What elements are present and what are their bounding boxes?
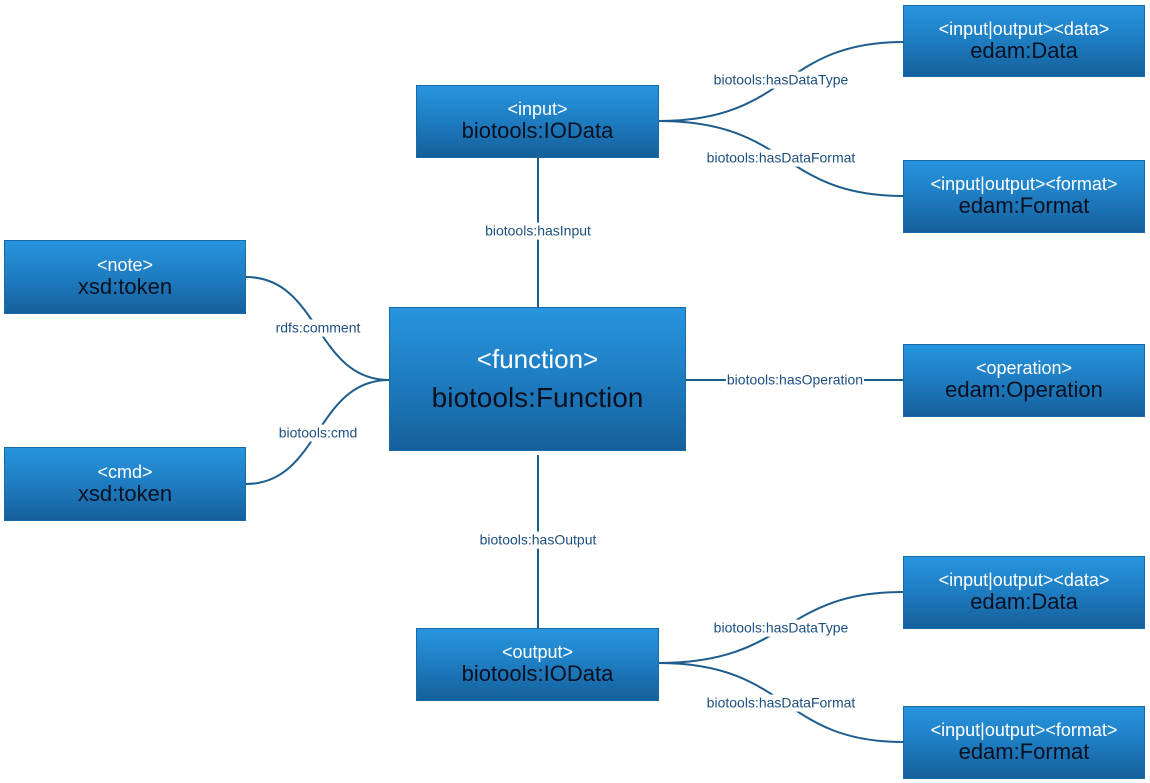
output-data-node-tag: <input|output><data> — [938, 570, 1110, 591]
output-node-type: biotools:IOData — [461, 661, 614, 687]
input-node[interactable]: <input> biotools:IOData — [416, 85, 659, 158]
edge-label-has-output: biotools:hasOutput — [478, 531, 598, 549]
function-node[interactable]: <function> biotools:Function — [389, 307, 686, 451]
input-format-node-tag: <input|output><format> — [930, 174, 1118, 195]
edge-label-output-data-type: biotools:hasDataType — [712, 619, 850, 637]
edge-label-has-operation: biotools:hasOperation — [725, 371, 865, 389]
output-node[interactable]: <output> biotools:IOData — [416, 628, 659, 701]
input-format-node-type: edam:Format — [958, 193, 1090, 219]
function-node-tag: <function> — [476, 343, 599, 374]
input-format-node[interactable]: <input|output><format> edam:Format — [903, 160, 1145, 233]
function-node-type: biotools:Function — [431, 381, 644, 413]
input-node-tag: <input> — [507, 99, 568, 120]
operation-node[interactable]: <operation> edam:Operation — [903, 344, 1145, 417]
cmd-node[interactable]: <cmd> xsd:token — [4, 447, 246, 521]
edge-label-comment: rdfs:comment — [274, 319, 362, 337]
edge-label-has-input: biotools:hasInput — [484, 222, 592, 240]
output-data-node[interactable]: <input|output><data> edam:Data — [903, 556, 1145, 629]
input-node-type: biotools:IOData — [461, 118, 614, 144]
output-data-node-type: edam:Data — [970, 589, 1078, 615]
edge-label-cmd: biotools:cmd — [277, 424, 359, 442]
input-data-node-tag: <input|output><data> — [938, 18, 1110, 39]
output-node-tag: <output> — [501, 642, 574, 663]
cmd-node-tag: <cmd> — [97, 461, 153, 482]
output-format-node-type: edam:Format — [958, 739, 1090, 765]
note-node-tag: <note> — [96, 254, 154, 275]
input-data-node-type: edam:Data — [970, 37, 1078, 63]
operation-node-tag: <operation> — [975, 358, 1073, 379]
edge-label-output-data-format: biotools:hasDataFormat — [705, 694, 857, 712]
input-data-node[interactable]: <input|output><data> edam:Data — [903, 5, 1145, 77]
note-node-type: xsd:token — [77, 273, 173, 299]
edge-label-input-data-type: biotools:hasDataType — [712, 71, 850, 89]
note-node[interactable]: <note> xsd:token — [4, 240, 246, 314]
output-format-node-tag: <input|output><format> — [930, 720, 1118, 741]
edge-label-input-data-format: biotools:hasDataFormat — [705, 149, 857, 167]
cmd-node-type: xsd:token — [77, 480, 173, 506]
output-format-node[interactable]: <input|output><format> edam:Format — [903, 706, 1145, 779]
operation-node-type: edam:Operation — [945, 377, 1103, 403]
